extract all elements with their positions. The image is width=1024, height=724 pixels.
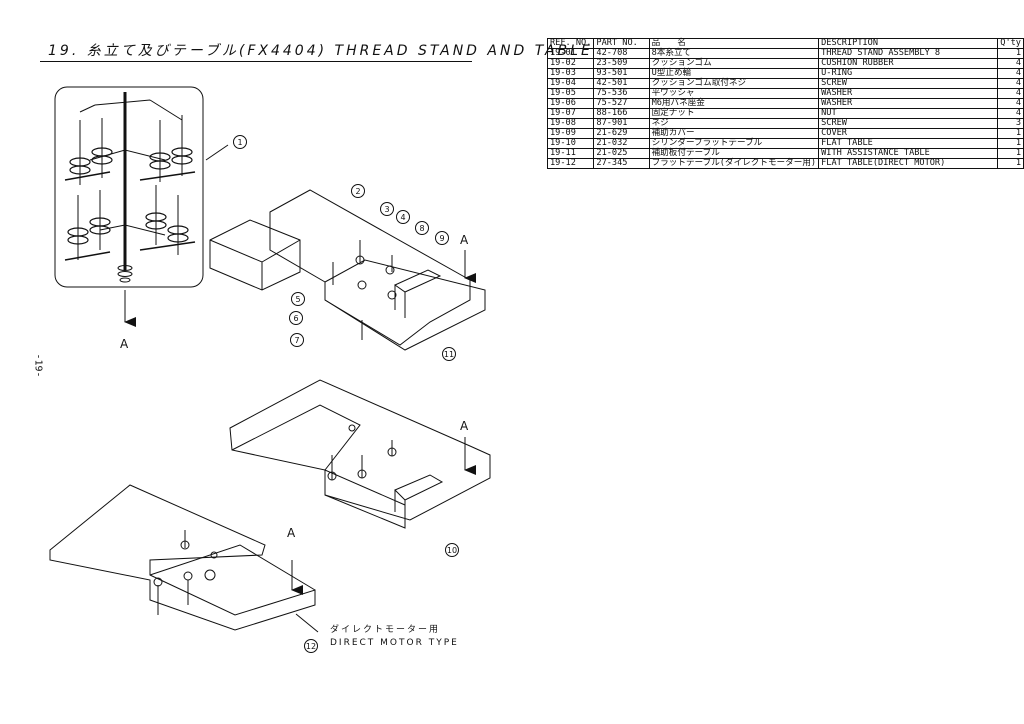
page-title: 19. 糸立て及びテーブル(FX4404) THREAD STAND AND T… (48, 43, 593, 59)
callout-number: 11 (444, 350, 454, 359)
leader-line (295, 613, 319, 633)
view-marker: A (120, 337, 129, 351)
callout-number: 12 (306, 642, 316, 651)
title-underline (40, 61, 472, 62)
callout-circle (435, 231, 449, 245)
callout-number: 3 (384, 205, 389, 214)
callout-circle (445, 543, 459, 557)
callout-number: 5 (295, 295, 300, 304)
flat-table-12 (49, 484, 316, 631)
callout-circle (291, 292, 305, 306)
cell-part: 27-345 (593, 158, 650, 169)
callout-circle (351, 184, 365, 198)
direct-motor-note-jp: ダイレクトモーター用 (330, 625, 441, 635)
callout-circle (304, 639, 318, 653)
thread-stand-assembly (54, 86, 204, 288)
cell-qty: 1 (997, 158, 1024, 169)
callout-number: 7 (294, 336, 299, 345)
table-header-row: REF. NO. PART NO. 品 名 DESCRIPTION Q'ty (546, 38, 1024, 49)
cushion-pad (209, 219, 301, 291)
callout-number: 10 (447, 546, 457, 555)
leader-line (205, 144, 229, 161)
view-marker: A (460, 419, 469, 433)
callout-circle (289, 311, 303, 325)
callout-circle (396, 210, 410, 224)
callout-number: 4 (400, 213, 405, 222)
view-marker: A (460, 233, 469, 247)
callout-circle (290, 333, 304, 347)
callout-number: 2 (355, 187, 360, 196)
callout-circle (233, 135, 247, 149)
callout-number: 1 (237, 138, 242, 147)
flat-table-10 (229, 379, 491, 529)
cell-ref: 19-12 (546, 158, 595, 169)
callout-circle (442, 347, 456, 361)
view-marker: A (287, 526, 296, 540)
callout-circle (380, 202, 394, 216)
flat-table-11 (269, 189, 486, 351)
direct-motor-note-en: DIRECT MOTOR TYPE (330, 638, 459, 648)
callout-number: 9 (439, 234, 444, 243)
callout-circle (415, 221, 429, 235)
callout-number: 6 (293, 314, 298, 323)
cell-description: FLAT TABLE(DIRECT MOTOR) (818, 158, 999, 169)
callout-number: 8 (419, 224, 424, 233)
parts-table: REF. NO. PART NO. 品 名 DESCRIPTION Q'ty 1… (546, 38, 1024, 169)
